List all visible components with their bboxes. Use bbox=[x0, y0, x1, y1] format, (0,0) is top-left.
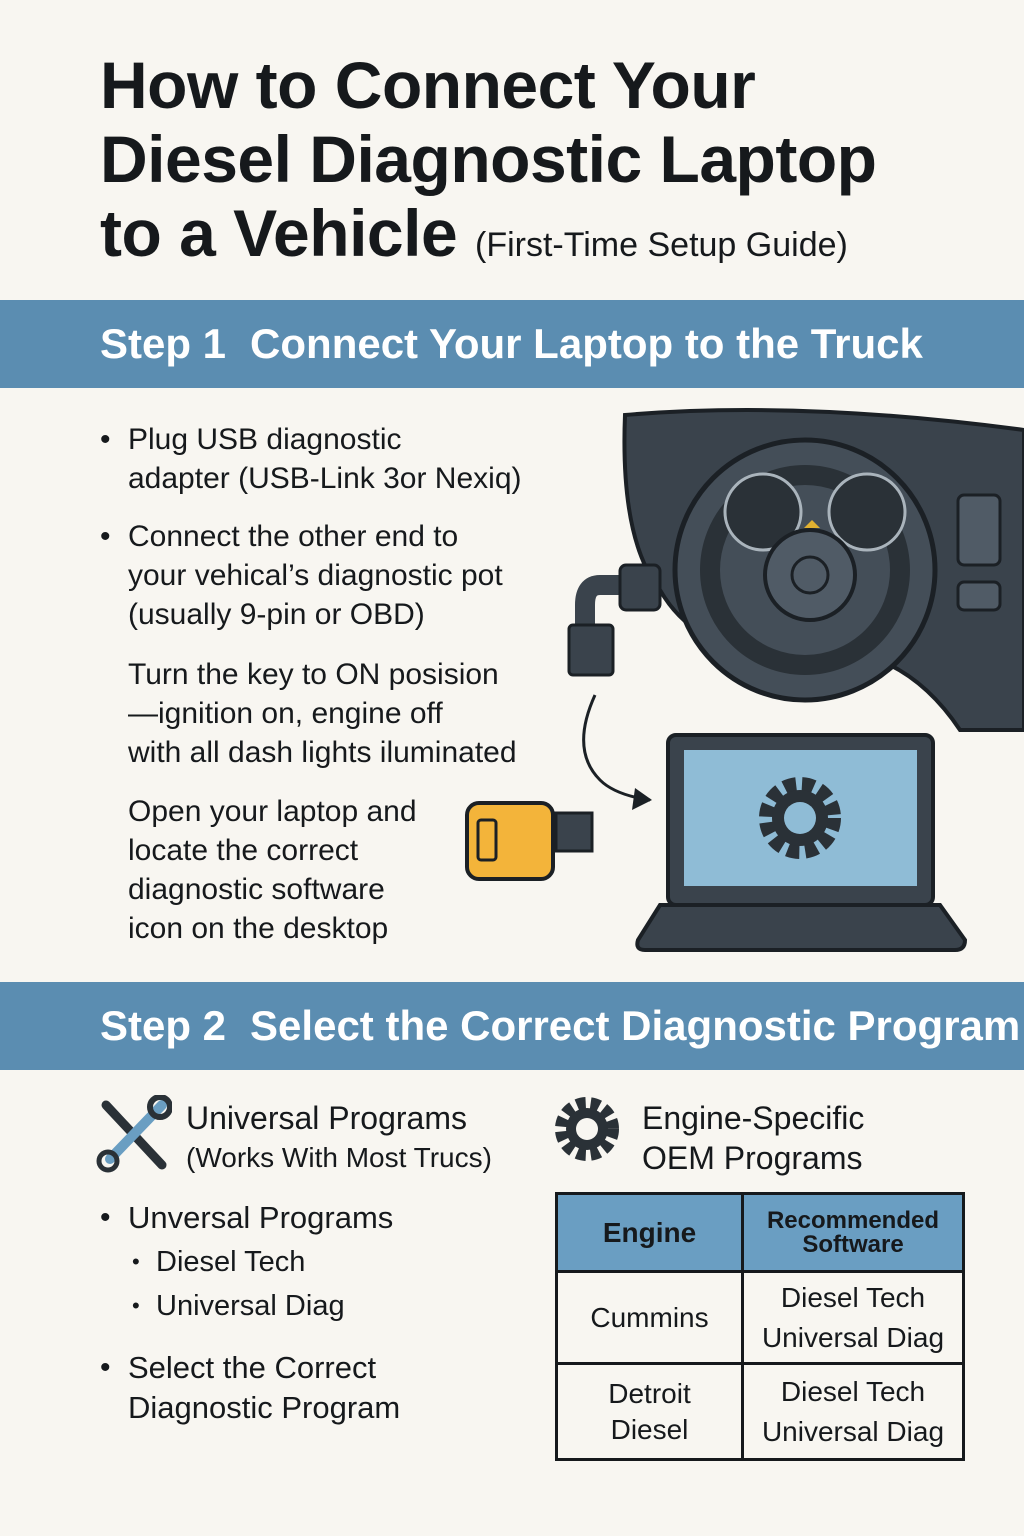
usb-adapter-icon bbox=[465, 801, 594, 881]
text-line: your vehical’s diagnostic pot bbox=[128, 559, 503, 592]
step-number: Step 2 bbox=[100, 1002, 227, 1049]
oem-line: OEM Programs bbox=[642, 1140, 863, 1176]
laptop-icon bbox=[635, 733, 968, 952]
wrench-screwdriver-icon bbox=[96, 1095, 172, 1173]
title-line3: to a Vehicle bbox=[100, 196, 458, 270]
step-number: Step 1 bbox=[100, 320, 227, 367]
gear-icon bbox=[759, 777, 841, 859]
title-line: Diesel Diagnostic Laptop bbox=[100, 122, 877, 196]
text-line: Connect the other end to bbox=[128, 520, 459, 553]
illustration bbox=[465, 408, 1024, 952]
engine-cell: Cummins bbox=[555, 1270, 744, 1365]
text-line: (usually 9-pin or OBD) bbox=[128, 598, 425, 631]
list-subitem: Diesel Tech bbox=[156, 1246, 306, 1278]
step1-header: Step 1 Connect Your Laptop to the Truck bbox=[0, 300, 1024, 388]
title-line: to a Vehicle (First-Time Setup Guide) bbox=[100, 196, 876, 282]
text-line: locate the correct bbox=[128, 834, 359, 867]
step2-header: Step 2 Select the Correct Diagnostic Prog… bbox=[0, 982, 1024, 1070]
obd-cable-icon bbox=[567, 563, 662, 810]
step-heading: Connect Your Laptop to the Truck bbox=[250, 320, 923, 367]
universal-subtitle: (Works With Most Trucs) bbox=[186, 1142, 492, 1173]
gear-icon bbox=[555, 1097, 619, 1161]
oem-line: Engine-Specific bbox=[642, 1100, 865, 1136]
program-list: •Unversal Programs •Diesel Tech •Univers… bbox=[100, 1198, 401, 1428]
text-line: with all dash lights iluminated bbox=[128, 736, 517, 769]
subtitle: (First-Time Setup Guide) bbox=[475, 226, 848, 264]
universal-programs-label: Universal Programs (Works With Most Truc… bbox=[186, 1098, 492, 1178]
text-line: Turn the key to ON posision bbox=[128, 658, 499, 691]
step1-item: Turn the key to ON posision —ignition on,… bbox=[128, 655, 517, 772]
list-item: Unversal Programs bbox=[128, 1200, 394, 1235]
step1-item: Open your laptop and locate the correct di… bbox=[128, 792, 417, 948]
text-line: icon on the desktop bbox=[128, 912, 389, 945]
text-line: —ignition on, engine off bbox=[128, 697, 443, 730]
list-item: Diagnostic Program bbox=[128, 1390, 401, 1425]
page-title: How to Connect Your Diesel Diagnostic La… bbox=[100, 48, 877, 282]
text-line: Open your laptop and bbox=[128, 795, 417, 828]
text-line: Plug USB diagnostic bbox=[128, 423, 402, 456]
step-heading: Select the Correct Diagnostic Program bbox=[250, 1002, 1021, 1049]
list-subitem: Universal Diag bbox=[156, 1290, 345, 1322]
universal-title: Universal Programs bbox=[186, 1100, 467, 1136]
text-line: adapter (USB-Link 3or Nexiq) bbox=[128, 462, 522, 495]
list-item: Select the Correct bbox=[128, 1350, 377, 1385]
text-line: diagnostic software bbox=[128, 873, 385, 906]
header-engine: Engine bbox=[555, 1192, 744, 1273]
oem-programs-label: Engine-Specific OEM Programs bbox=[642, 1098, 864, 1178]
title-line: How to Connect Your bbox=[100, 48, 756, 122]
dashboard-illustration bbox=[622, 408, 1024, 732]
